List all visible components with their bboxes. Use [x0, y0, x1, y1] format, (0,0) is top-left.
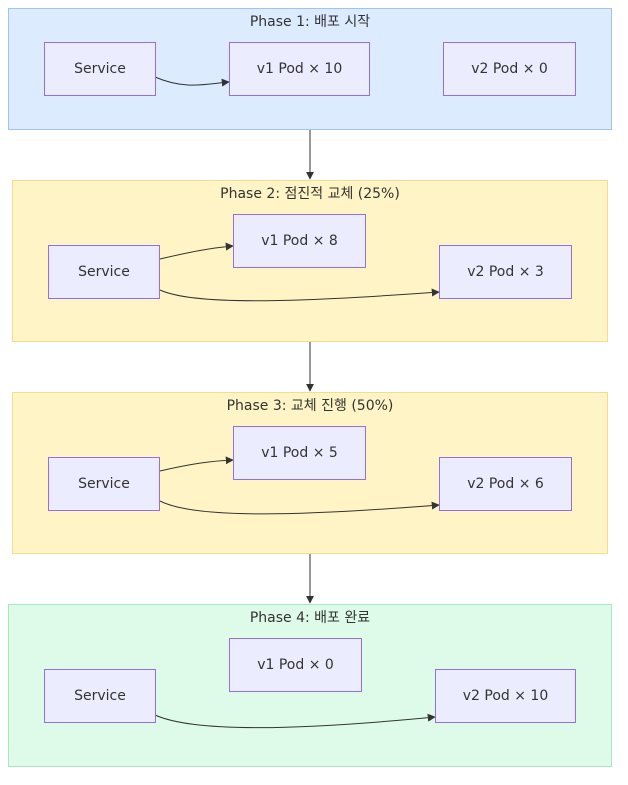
p3-v2-pod-node: v2 Pod × 6 — [439, 457, 572, 511]
phase-4-title: Phase 4: 배포 완료 — [249, 610, 371, 626]
p2-service-node: Service — [48, 245, 160, 299]
phase-2-title: Phase 2: 점진적 교체 (25%) — [220, 186, 400, 202]
p2-v1-pod-node: v1 Pod × 8 — [233, 214, 366, 268]
p4-service-node: Service — [44, 669, 156, 723]
phase-1-title: Phase 1: 배포 시작 — [249, 14, 371, 30]
p2-v2-pod-node: v2 Pod × 3 — [439, 245, 572, 299]
p3-service-node: Service — [48, 457, 160, 511]
phase-3-title: Phase 3: 교체 진행 (50%) — [226, 398, 394, 414]
p1-v1-pod-node: v1 Pod × 10 — [229, 42, 370, 96]
p4-v1-pod-node: v1 Pod × 0 — [229, 638, 362, 692]
p1-v2-pod-node: v2 Pod × 0 — [443, 42, 576, 96]
p3-v1-pod-node: v1 Pod × 5 — [233, 426, 366, 480]
p4-v2-pod-node: v2 Pod × 10 — [435, 669, 576, 723]
p1-service-node: Service — [44, 42, 156, 96]
